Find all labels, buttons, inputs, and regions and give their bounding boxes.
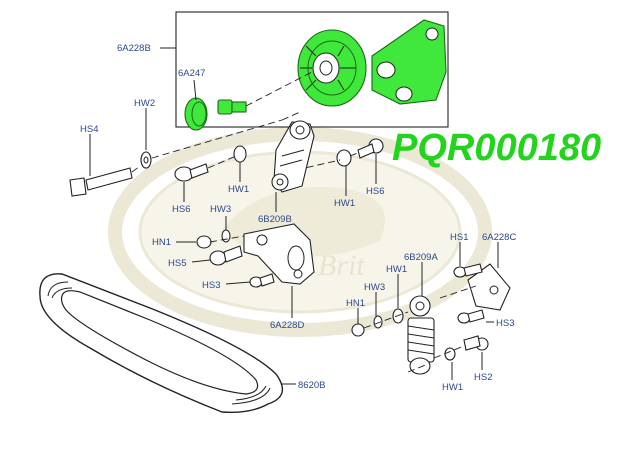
upper-damper: [271, 120, 315, 193]
label-6b209a: 6B209A: [404, 252, 438, 263]
dust-cap: [184, 97, 208, 131]
drive-belt: [39, 273, 284, 414]
label-hw1-lower: HW1: [442, 382, 463, 393]
label-hw1-upper-left: HW1: [228, 184, 249, 195]
watermark-text: Brit: [318, 249, 365, 282]
label-hs6-right: HS6: [366, 186, 384, 197]
label-hw3-upper: HW3: [210, 204, 231, 215]
label-8620b: 8620B: [298, 380, 325, 391]
label-hn1-left: HN1: [152, 237, 171, 248]
pulley-bolt: [217, 99, 247, 115]
bracket-6a228c: [439, 263, 511, 324]
label-6a228b: 6A228B: [117, 43, 151, 54]
long-bolt-hs4: [69, 111, 301, 197]
label-hw2: HW2: [134, 98, 155, 109]
lower-damper: [351, 295, 489, 375]
label-hs3-left: HS3: [202, 280, 220, 291]
tensioner-assembly-box: [175, 11, 449, 131]
label-hs6-left: HS6: [172, 204, 190, 215]
label-hw1-right: HW1: [386, 264, 407, 275]
part-number: PQR000180: [392, 127, 601, 169]
label-hs5: HS5: [168, 258, 186, 269]
label-hs4: HS4: [80, 124, 98, 135]
label-hs3-right: HS3: [496, 318, 514, 329]
idler-pulley: [297, 29, 367, 107]
label-hs1: HS1: [450, 232, 468, 243]
label-hs2: HS2: [474, 372, 492, 383]
label-6a228d: 6A228D: [270, 320, 304, 331]
bracket-6a228d: [196, 223, 315, 288]
label-hw1-upper-right: HW1: [334, 198, 355, 209]
label-6a228c: 6A228C: [482, 232, 516, 243]
label-6b209b: 6B209B: [258, 214, 292, 225]
upper-fasteners: [174, 138, 384, 182]
label-hw3-lower: HW3: [364, 282, 385, 293]
label-6a247: 6A247: [178, 68, 205, 79]
label-hn1-right: HN1: [346, 298, 365, 309]
tensioner-arm: [371, 19, 447, 105]
leader-lines: [89, 47, 499, 385]
callout-labels: 6A228B 6A247 HW2 HS4 HW1 HS6 HW1 HS6 HW3…: [80, 43, 516, 393]
